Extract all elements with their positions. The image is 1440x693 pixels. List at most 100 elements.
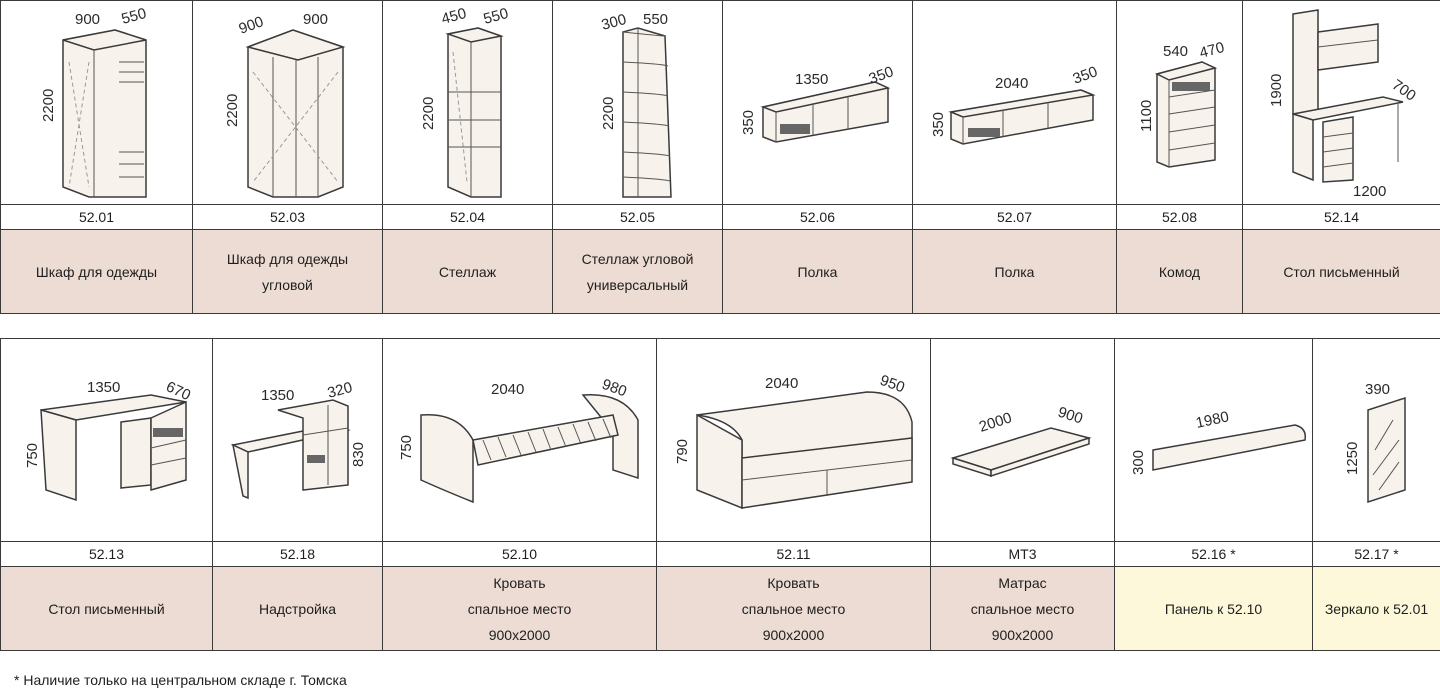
- item-name-cell: Панель к 52.10: [1114, 566, 1313, 651]
- dim-height: 750: [24, 442, 41, 467]
- item-name-cell: Полка: [722, 229, 913, 314]
- item-image-52-14: 1900 700 1200: [1242, 0, 1440, 205]
- item-image-52-05: 300 550 2200: [552, 0, 723, 205]
- item-code: 52.13: [0, 541, 213, 567]
- shelving-icon: 450 550 2200: [420, 4, 511, 198]
- item-name: Полка: [797, 263, 838, 280]
- dim-height: 1250: [1344, 441, 1361, 474]
- dim-height: 790: [674, 438, 691, 463]
- dim-width: 450: [440, 4, 469, 27]
- dim-depth: 350: [867, 63, 896, 88]
- item-image-52-13: 1350 670 750: [0, 338, 213, 542]
- item-code: 52.18: [212, 541, 383, 567]
- item-name-cell: Надстройка: [212, 566, 383, 651]
- item-code: 52.17 *: [1312, 541, 1440, 567]
- dim-length: 2000: [977, 409, 1014, 435]
- mirror-icon: 390 1250: [1344, 381, 1406, 503]
- long-shelf-icon: 2040 350 350: [930, 63, 1100, 145]
- item-name: Комод: [1158, 263, 1201, 280]
- dim-depth: 550: [482, 4, 511, 27]
- dim-height: 350: [740, 109, 757, 134]
- dim-length: 1980: [1194, 408, 1230, 432]
- item-image-52-06: 1350 350 350: [722, 0, 913, 205]
- dim-height: 1100: [1138, 99, 1155, 131]
- item-image-52-08: 540 470 1100: [1116, 0, 1243, 205]
- item-name-cell: Стол письменный: [1242, 229, 1440, 314]
- dim-height: 350: [930, 111, 947, 136]
- corner-wardrobe-icon: 900 900 2200: [224, 11, 346, 198]
- dim-width: 1350: [261, 387, 294, 404]
- item-code: 52.14: [1242, 204, 1440, 230]
- dim-width: 950: [878, 371, 907, 396]
- item-name: Шкаф для одежды: [35, 263, 158, 280]
- item-name-cell: Шкаф для одежды угловой: [192, 229, 383, 314]
- item-name: Панель к 52.10: [1164, 600, 1263, 617]
- dim-depth: 470: [1198, 38, 1227, 61]
- item-name-cell: Стеллаж угловой универсальный: [552, 229, 723, 314]
- item-name-cell: Стол письменный: [0, 566, 213, 651]
- corner-shelving-icon: 300 550 2200: [600, 10, 672, 198]
- item-name: Надстройка: [258, 600, 337, 617]
- dim-height: 2200: [600, 96, 617, 129]
- item-image-52-17: 390 1250: [1312, 338, 1440, 542]
- desk-with-hutch-icon: 1900 700 1200: [1268, 8, 1419, 200]
- item-name: Кровать спальное место 900х2000: [741, 574, 846, 643]
- dim-height: 2200: [224, 93, 241, 126]
- item-name-cell: Кровать спальное место 900х2000: [382, 566, 657, 651]
- item-name: Кровать спальное место 900х2000: [467, 574, 572, 643]
- item-image-52-04: 450 550 2200: [382, 0, 553, 205]
- item-image-52-03: 900 900 2200: [192, 0, 383, 205]
- dim-width: 2040: [995, 75, 1028, 92]
- item-image-52-18: 1350 320 830: [212, 338, 383, 542]
- dim-height: 300: [1130, 449, 1147, 474]
- catalog-table-row1: 900 550 2200 900 900 2200: [0, 0, 1440, 314]
- item-code: 52.10: [382, 541, 657, 567]
- dim-depth: 350: [1071, 63, 1100, 88]
- dim-height: 2200: [40, 88, 57, 121]
- item-code: 52.07: [912, 204, 1117, 230]
- item-image-52-10: 2040 980 750: [382, 338, 657, 542]
- item-code: 52.03: [192, 204, 383, 230]
- mattress-icon: 2000 900: [950, 403, 1092, 477]
- desk-superstructure-icon: 1350 320 830: [230, 378, 367, 499]
- dim-height: 830: [350, 441, 367, 466]
- item-name-cell: Зеркало к 52.01: [1312, 566, 1440, 651]
- item-code: 52.11: [656, 541, 931, 567]
- shelf-icon: 1350 350 350: [740, 63, 896, 143]
- dim-depth: 550: [120, 4, 149, 27]
- panel-icon: 1980 300: [1130, 408, 1307, 475]
- item-image-52-11: 2040 950 790: [656, 338, 931, 542]
- item-name-cell: Полка: [912, 229, 1117, 314]
- bed-icon: 2040 980 750: [398, 375, 639, 503]
- item-name: Зеркало к 52.01: [1324, 600, 1429, 617]
- footnote: * Наличие только на центральном складе г…: [14, 672, 347, 688]
- item-name-cell: Комод: [1116, 229, 1243, 314]
- item-name: Стол письменный: [48, 600, 165, 617]
- dim-length: 2040: [765, 375, 798, 392]
- item-name-cell: Стеллаж: [382, 229, 553, 314]
- wardrobe-icon: 900 550 2200: [40, 4, 149, 198]
- item-code: 52.16 *: [1114, 541, 1313, 567]
- item-name: Шкаф для одежды угловой: [226, 250, 349, 293]
- item-name: Стол письменный: [1283, 263, 1400, 280]
- item-image-52-01: 900 550 2200: [0, 0, 193, 205]
- dim-width: 540: [1163, 43, 1188, 60]
- chest-of-drawers-icon: 540 470 1100: [1138, 38, 1227, 168]
- item-name-cell: Матрас спальное место 900х2000: [930, 566, 1115, 651]
- item-name-cell: Кровать спальное место 900х2000: [656, 566, 931, 651]
- dim-width: 900: [1056, 403, 1085, 427]
- item-code: МТ3: [930, 541, 1115, 567]
- dim-width: 300: [600, 10, 629, 33]
- dim-depth: 900: [303, 11, 328, 28]
- item-image-52-07: 2040 350 350: [912, 0, 1117, 205]
- item-name: Стеллаж: [438, 263, 497, 280]
- dim-length: 2040: [491, 381, 524, 398]
- dim-width: 1200: [1353, 183, 1386, 200]
- item-name: Полка: [994, 263, 1035, 280]
- item-name: Матрас спальное место 900х2000: [970, 574, 1075, 643]
- desk-icon: 1350 670 750: [24, 378, 193, 501]
- item-code: 52.06: [722, 204, 913, 230]
- item-code: 52.04: [382, 204, 553, 230]
- dim-height: 1900: [1268, 73, 1285, 106]
- catalog-table-row2: 1350 670 750 1350 320 830: [0, 338, 1440, 651]
